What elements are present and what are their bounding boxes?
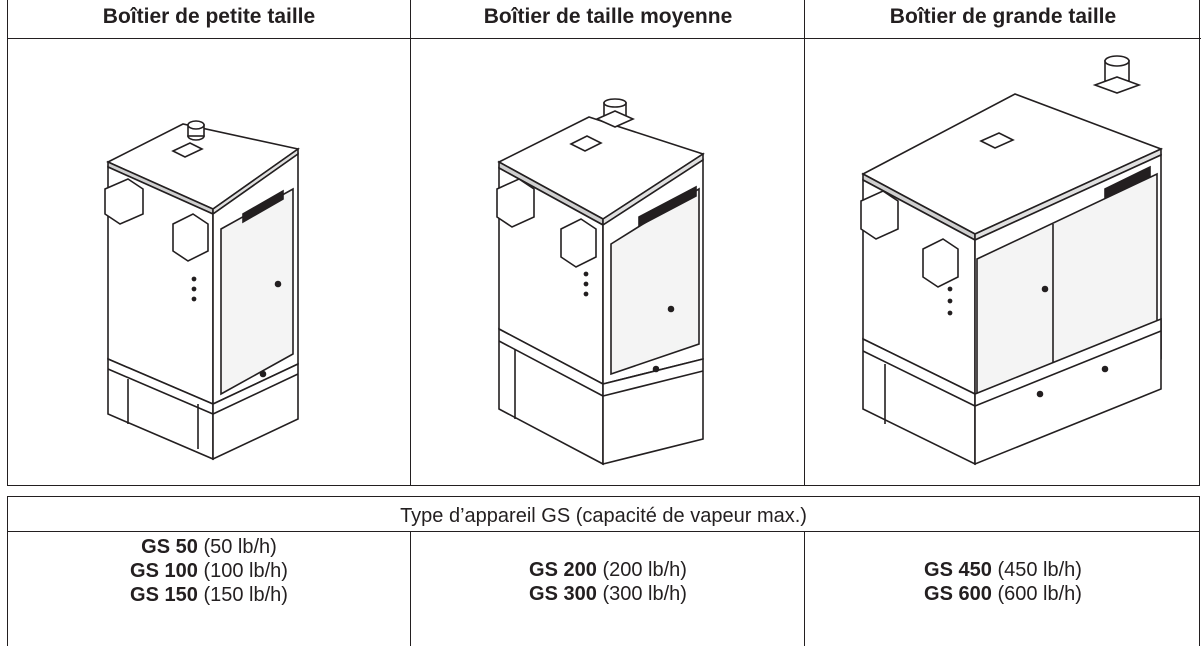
medium-cabinet-header: Boîtier de taille moyenne [411,0,805,39]
medium-cabinet-drawing [411,39,805,485]
model-capacity: (300 lb/h) [602,583,687,605]
type-row-caption: Type d’appareil GS (capacité de vapeur m… [8,497,1199,532]
large-cabinet-drawing [805,39,1201,485]
model-name: GS 150 [130,584,198,606]
model-name: GS 450 [924,559,992,581]
model-line: GS 600 (600 lb/h) [805,582,1201,606]
model-line: GS 300 (300 lb/h) [411,582,805,606]
model-name: GS 200 [529,559,597,581]
model-capacity: (450 lb/h) [997,559,1082,581]
small-cabinet-column: Boîtier de petite taille [8,0,410,485]
model-name: GS 600 [924,583,992,605]
cabinet-size-table: Boîtier de petite taille [7,0,1201,486]
small-models-cell: GS 50 (50 lb/h) GS 100 (100 lb/h) GS 150… [8,532,410,646]
small-cabinet-drawing [8,39,410,485]
model-name: GS 100 [130,560,198,582]
model-line: GS 50 (50 lb/h) [8,535,410,559]
model-line: GS 200 (200 lb/h) [411,558,805,582]
model-capacity: (200 lb/h) [602,559,687,581]
model-capacity: (50 lb/h) [203,536,277,558]
model-line: GS 100 (100 lb/h) [8,559,410,583]
models-row: GS 50 (50 lb/h) GS 100 (100 lb/h) GS 150… [8,532,1199,646]
large-cabinet-column: Boîtier de grande taille [804,0,1201,485]
model-capacity: (600 lb/h) [997,583,1082,605]
large-models-cell: GS 450 (450 lb/h) GS 600 (600 lb/h) [804,532,1201,646]
model-name: GS 50 [141,536,198,558]
model-line: GS 450 (450 lb/h) [805,558,1201,582]
model-line: GS 150 (150 lb/h) [8,583,410,607]
medium-models-cell: GS 200 (200 lb/h) GS 300 (300 lb/h) [410,532,805,646]
model-table: Type d’appareil GS (capacité de vapeur m… [7,496,1200,646]
small-cabinet-header: Boîtier de petite taille [8,0,410,39]
large-cabinet-header: Boîtier de grande taille [805,0,1201,39]
model-capacity: (100 lb/h) [203,560,288,582]
model-name: GS 300 [529,583,597,605]
model-capacity: (150 lb/h) [203,584,288,606]
medium-cabinet-column: Boîtier de taille moyenne [410,0,805,485]
